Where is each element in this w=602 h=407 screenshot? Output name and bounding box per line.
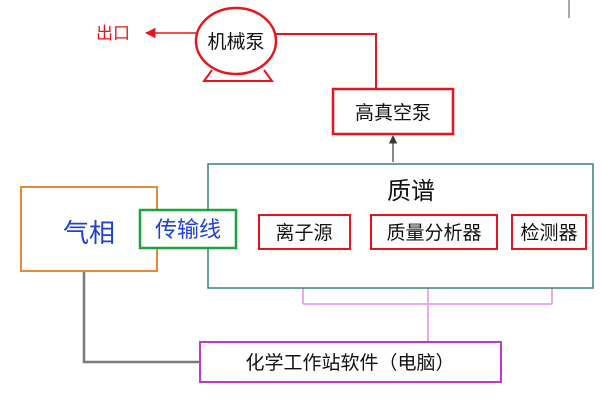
mechanical-pump-label: 机械泵: [207, 31, 264, 53]
transfer-line-label: 传输线: [155, 218, 221, 243]
high-vacuum-pump: 高真空泵: [331, 87, 455, 136]
detector: 检测器: [511, 214, 587, 250]
ion-source: 离子源: [258, 214, 351, 250]
ion-source-label: 离子源: [275, 222, 332, 244]
outlet-label: 出口: [96, 24, 130, 44]
gas-phase: 气相: [20, 186, 158, 272]
gas-phase-label: 气相: [63, 219, 115, 249]
mechanical-pump: 机械泵: [194, 6, 278, 82]
gc-to-workstation-line: [82, 272, 200, 364]
workstation-label: 化学工作站软件（电脑）: [245, 352, 454, 374]
mass-analyzer-label: 质量分析器: [386, 222, 481, 244]
high-vacuum-pump-label: 高真空泵: [355, 102, 431, 124]
transfer-line: 传输线: [138, 208, 238, 250]
mass-analyzer: 质量分析器: [370, 214, 498, 250]
mass-spec-label: 质谱: [387, 177, 435, 205]
workstation-software: 化学工作站软件（电脑）: [199, 341, 502, 383]
detector-label: 检测器: [520, 222, 577, 244]
pump-to-vacuum-line: [276, 33, 377, 88]
